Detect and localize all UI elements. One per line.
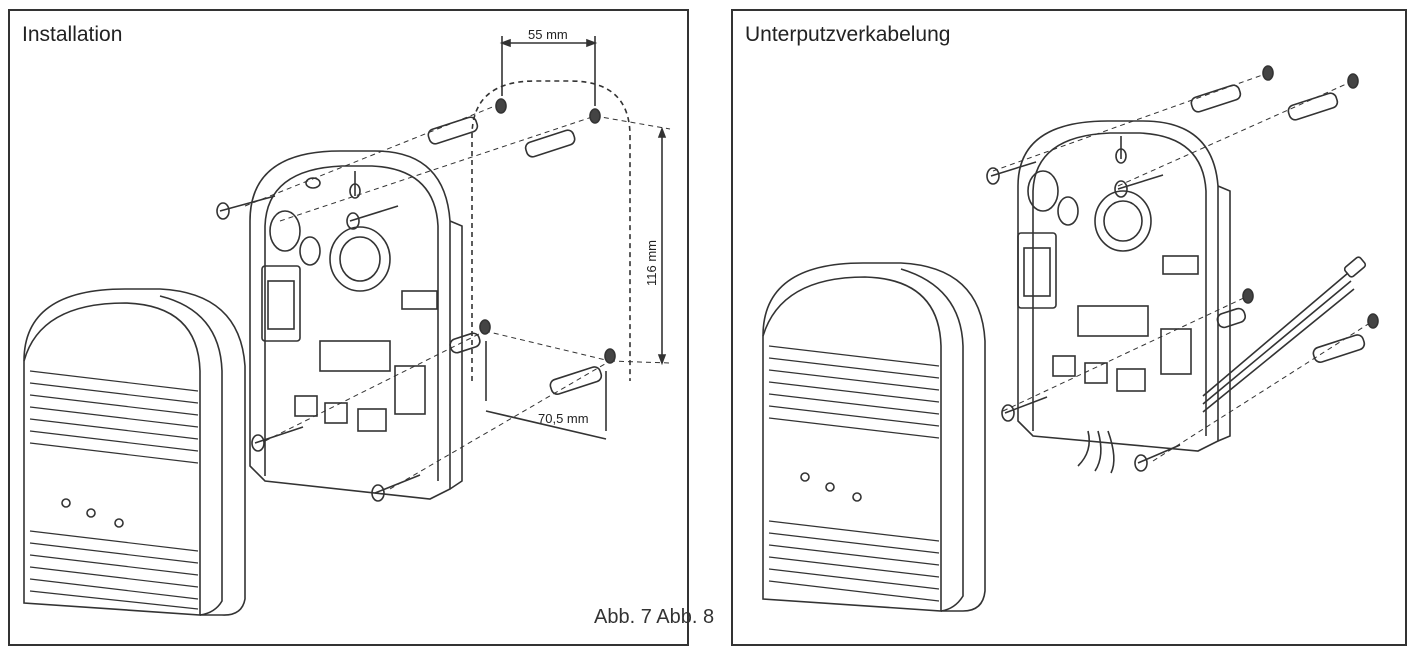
dimension-55mm [499, 36, 598, 106]
wall-plug-icon [427, 116, 603, 395]
installation-title: Installation [22, 23, 123, 46]
base-plate [249, 150, 463, 500]
installation-drawing: 55 mm 116 mm 70,5 mm [23, 27, 671, 616]
mounting-hole-icon [479, 98, 616, 364]
flush-wiring-drawing [762, 65, 1379, 612]
wall-plug-icon [1190, 84, 1366, 363]
leader-lines [244, 105, 671, 490]
dimension-label-70-5mm: 70,5 mm [538, 411, 589, 426]
housing-cover [762, 262, 986, 612]
caption-fig-7: Abb. 7 [594, 606, 652, 628]
dimension-70-5mm [485, 341, 607, 440]
cable [1077, 256, 1367, 474]
housing-cover [23, 288, 246, 616]
mounting-outline [471, 80, 631, 381]
screw-icon [986, 161, 1181, 472]
dimension-label-55mm: 55 mm [528, 27, 568, 42]
base-plate [1017, 120, 1231, 452]
caption-fig-8: Abb. 8 [656, 606, 715, 628]
dimension-116mm [657, 126, 667, 366]
installation-figure: Installation [8, 9, 689, 646]
dimension-label-116mm: 116 mm [644, 240, 659, 286]
figure-caption: Abb. 7 Abb. 8 [594, 606, 714, 629]
screw-icon [216, 195, 421, 502]
mounting-hole-icon [1242, 65, 1379, 329]
flush-wiring-title: Unterputzverkabelung [745, 23, 951, 46]
flush-wiring-figure: Unterputzverkabelung [731, 9, 1407, 646]
